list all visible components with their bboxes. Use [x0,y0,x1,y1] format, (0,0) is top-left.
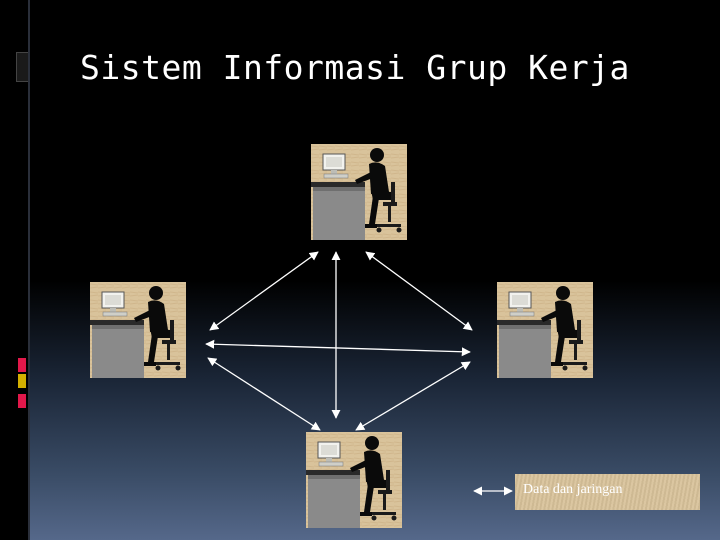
left-accent-bar [0,0,30,540]
arrow-left-right [205,339,471,357]
arrow-right-bottom [355,361,471,431]
accent-square-red-2 [18,394,26,408]
arrow-top-right [365,251,473,331]
workstation-bottom-icon [306,432,402,528]
accent-square-yellow [18,374,26,388]
workstation-left-icon [90,282,186,378]
slide-title: Sistem Informasi Grup Kerja [80,48,630,87]
workstation-right-icon [497,282,593,378]
accent-square-red [18,358,26,372]
left-divider-line [28,0,30,540]
legend-box: Data dan jaringan [515,474,700,510]
arrow-top-left [209,251,319,331]
legend-label: Data dan jaringan [523,482,623,497]
workstation-top-icon [311,144,407,240]
arrow-left-bottom [207,357,321,431]
